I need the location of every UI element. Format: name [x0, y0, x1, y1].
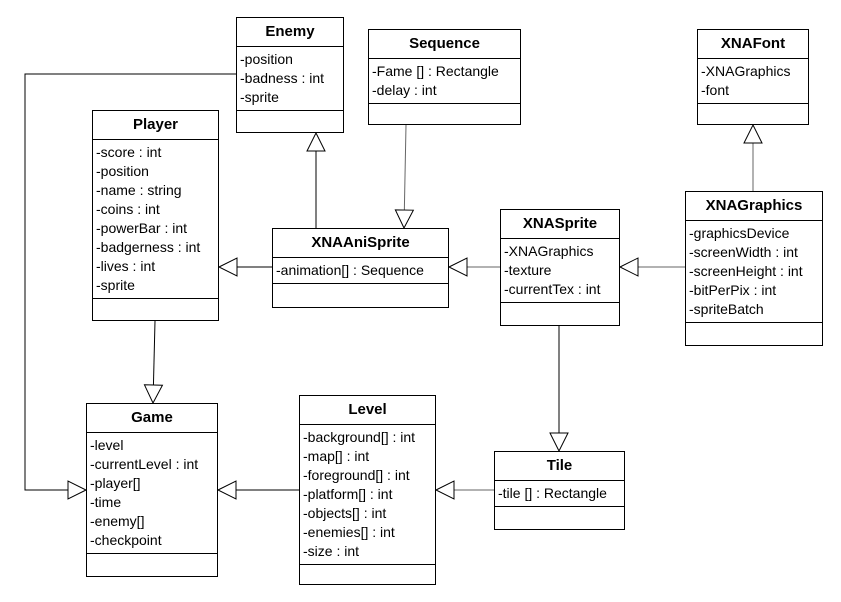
attribute-list: -tile [] : Rectangle: [495, 481, 624, 507]
attribute: -time: [90, 494, 122, 510]
attribute: -delay : int: [372, 82, 437, 98]
attribute: -texture: [504, 262, 552, 278]
attribute: -enemy[]: [90, 513, 145, 529]
attribute: -badgerness : int: [96, 239, 201, 255]
class-tile[interactable]: Tile -tile [] : Rectangle: [494, 451, 625, 530]
attribute-list: -XNAGraphics -font: [698, 59, 808, 104]
class-game[interactable]: Game -level -currentLevel : int -player[…: [86, 403, 218, 577]
attribute: -name : string: [96, 182, 182, 198]
attribute: -screenHeight : int: [689, 263, 803, 279]
attribute: -Fame [] : Rectangle: [372, 63, 499, 79]
attribute-list: -animation[] : Sequence: [273, 258, 448, 284]
hollow-triangle-arrowhead: [143, 384, 164, 405]
generalization-connector: [549, 326, 569, 453]
attribute: -level: [90, 437, 124, 453]
attribute: -XNAGraphics: [701, 63, 791, 79]
class-name: XNAAniSprite: [273, 229, 448, 258]
class-player[interactable]: Player -score : int -position -name : st…: [92, 110, 219, 321]
attribute: -objects[] : int: [303, 505, 387, 521]
class-enemy[interactable]: Enemy -position -badness : int -sprite: [236, 17, 344, 133]
attribute-list: -score : int -position -name : string -c…: [93, 140, 218, 299]
generalization-connector: [743, 123, 763, 191]
attribute: -score : int: [96, 144, 162, 160]
attribute: -bitPerPix : int: [689, 282, 777, 298]
class-level[interactable]: Level -background[] : int -map[] : int -…: [299, 395, 436, 585]
class-name: Player: [93, 111, 218, 140]
attribute: -animation[] : Sequence: [276, 262, 424, 278]
attribute: -spriteBatch: [689, 301, 764, 317]
attribute-list: -graphicsDevice -screenWidth : int -scre…: [686, 221, 822, 323]
attribute-list: -level -currentLevel : int -player[] -ti…: [87, 433, 217, 554]
attribute: -coins : int: [96, 201, 160, 217]
attribute: -sprite: [96, 277, 135, 293]
attribute: -currentLevel : int: [90, 456, 199, 472]
hollow-triangle-arrowhead: [216, 480, 237, 500]
attribute: -badness : int: [240, 70, 325, 86]
class-name: Enemy: [237, 18, 343, 47]
class-xnaanisprite[interactable]: XNAAniSprite -animation[] : Sequence: [272, 228, 449, 308]
class-name: Sequence: [369, 30, 520, 59]
attribute: -platform[] : int: [303, 486, 393, 502]
attribute-list: -background[] : int -map[] : int -foregr…: [300, 425, 435, 565]
connector-line: [403, 124, 407, 211]
attribute: -tile [] : Rectangle: [498, 485, 607, 501]
attribute: -powerBar : int: [96, 220, 188, 236]
class-name: XNASprite: [501, 210, 619, 239]
class-xnasprite[interactable]: XNASprite -XNAGraphics -texture -current…: [500, 209, 620, 326]
generalization-connector: [143, 320, 164, 405]
class-name: Level: [300, 396, 435, 425]
connector-line: [152, 320, 156, 386]
class-name: Tile: [495, 452, 624, 481]
attribute: -player[]: [90, 475, 141, 491]
class-name: Game: [87, 404, 217, 433]
hollow-triangle-arrowhead: [67, 480, 88, 500]
generalization-connector: [217, 257, 272, 277]
class-xnafont[interactable]: XNAFont -XNAGraphics -font: [697, 29, 809, 125]
attribute: -background[] : int: [303, 429, 416, 445]
connector-line: [24, 73, 236, 491]
attribute: -XNAGraphics: [504, 243, 594, 259]
attribute: -position: [96, 163, 149, 179]
generalization-connector: [618, 257, 685, 277]
generalization-connector: [216, 480, 299, 500]
hollow-triangle-arrowhead: [618, 257, 639, 277]
hollow-triangle-arrowhead: [549, 432, 569, 453]
hollow-triangle-arrowhead: [434, 480, 455, 500]
generalization-connector: [434, 480, 494, 500]
generalization-connector: [394, 124, 415, 230]
class-xnagraphics[interactable]: XNAGraphics -graphicsDevice -screenWidth…: [685, 191, 823, 346]
generalization-connector: [447, 257, 500, 277]
attribute: -enemies[] : int: [303, 524, 395, 540]
hollow-triangle-arrowhead: [394, 209, 415, 230]
hollow-triangle-arrowhead: [217, 257, 238, 277]
attribute: -checkpoint: [90, 532, 162, 548]
attribute: -sprite: [240, 89, 279, 105]
attribute: -screenWidth : int: [689, 244, 798, 260]
attribute: -graphicsDevice: [689, 225, 790, 241]
class-sequence[interactable]: Sequence -Fame [] : Rectangle -delay : i…: [368, 29, 521, 125]
hollow-triangle-arrowhead: [743, 123, 763, 144]
class-name: XNAFont: [698, 30, 808, 59]
class-name: XNAGraphics: [686, 192, 822, 221]
attribute: -font: [701, 82, 730, 98]
hollow-triangle-arrowhead: [306, 131, 326, 152]
attribute: -foreground[] : int: [303, 467, 410, 483]
attribute: -currentTex : int: [504, 281, 601, 297]
attribute: -map[] : int: [303, 448, 370, 464]
attribute-list: -XNAGraphics -texture -currentTex : int: [501, 239, 619, 303]
attribute: -size : int: [303, 543, 360, 559]
generalization-connector: [24, 73, 236, 500]
generalization-connector: [306, 131, 326, 228]
attribute: -lives : int: [96, 258, 156, 274]
attribute-list: -Fame [] : Rectangle -delay : int: [369, 59, 520, 104]
attribute: -position: [240, 51, 293, 67]
hollow-triangle-arrowhead: [447, 257, 468, 277]
attribute-list: -position -badness : int -sprite: [237, 47, 343, 111]
